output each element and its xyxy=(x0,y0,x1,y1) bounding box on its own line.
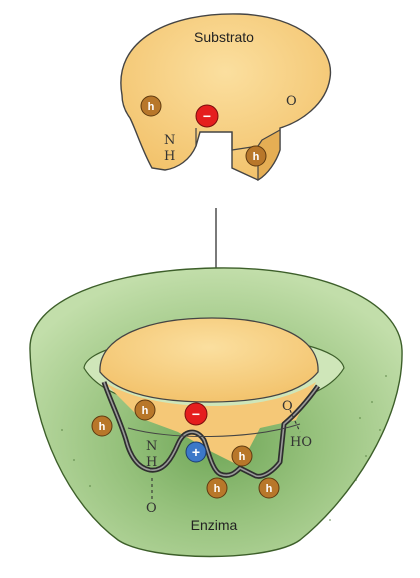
bound-substrate-lower xyxy=(104,382,316,466)
substrate-hydrophobic-badge-right: h xyxy=(245,145,267,167)
svg-text:−: − xyxy=(203,108,211,124)
enzyme-positive-charge: + xyxy=(185,441,207,463)
svg-text:h: h xyxy=(214,483,221,495)
enzyme-molecule: N H O O HO h h h h h − xyxy=(29,267,403,558)
svg-text:h: h xyxy=(239,451,246,463)
svg-text:h: h xyxy=(148,101,155,113)
enzyme-ho-group: HO xyxy=(290,435,312,450)
substrate-notch xyxy=(195,128,259,151)
enzyme-o-atom-top: O xyxy=(282,399,293,414)
enzyme-hydrophobic-badge-3: h xyxy=(231,445,253,467)
enzyme-hydrophobic-badge-4: h xyxy=(206,477,228,499)
svg-text:h: h xyxy=(253,151,260,163)
svg-text:−: − xyxy=(192,406,200,422)
svg-text:+: + xyxy=(192,444,200,460)
enzyme-texture xyxy=(61,375,387,521)
enzyme-hydrophobic-badge-2: h xyxy=(91,415,113,437)
svg-text:h: h xyxy=(142,405,149,417)
substrate-n-atom: N xyxy=(164,133,175,148)
bound-substrate xyxy=(99,317,319,403)
enzyme-h-atom: H xyxy=(146,455,157,470)
enzyme-n-atom: N xyxy=(146,439,157,454)
pocket-ledge xyxy=(127,423,301,438)
enzyme-o-atom-bottom: O xyxy=(146,501,157,516)
svg-text:h: h xyxy=(266,483,273,495)
substrate-h-atom: H xyxy=(164,149,175,164)
substrate-negative-charge: − xyxy=(195,104,219,128)
substrate-o-atom: O xyxy=(286,94,297,109)
enzyme-hydrophobic-badge-5: h xyxy=(258,477,280,499)
bound-negative-charge: − xyxy=(184,402,208,426)
substrate-label: Substrato xyxy=(194,29,254,45)
substrate-hydrophobic-badge-left: h xyxy=(140,95,162,117)
active-site-contour-inner xyxy=(103,381,319,478)
substrate-molecule: Substrato h − h N H O xyxy=(120,13,332,182)
enzyme-label: Enzima xyxy=(191,517,238,533)
substrate-right-foot-side xyxy=(257,128,281,182)
svg-text:h: h xyxy=(99,421,106,433)
h-bond-oh xyxy=(289,409,301,433)
enzyme-hydrophobic-badge-1: h xyxy=(134,399,156,421)
